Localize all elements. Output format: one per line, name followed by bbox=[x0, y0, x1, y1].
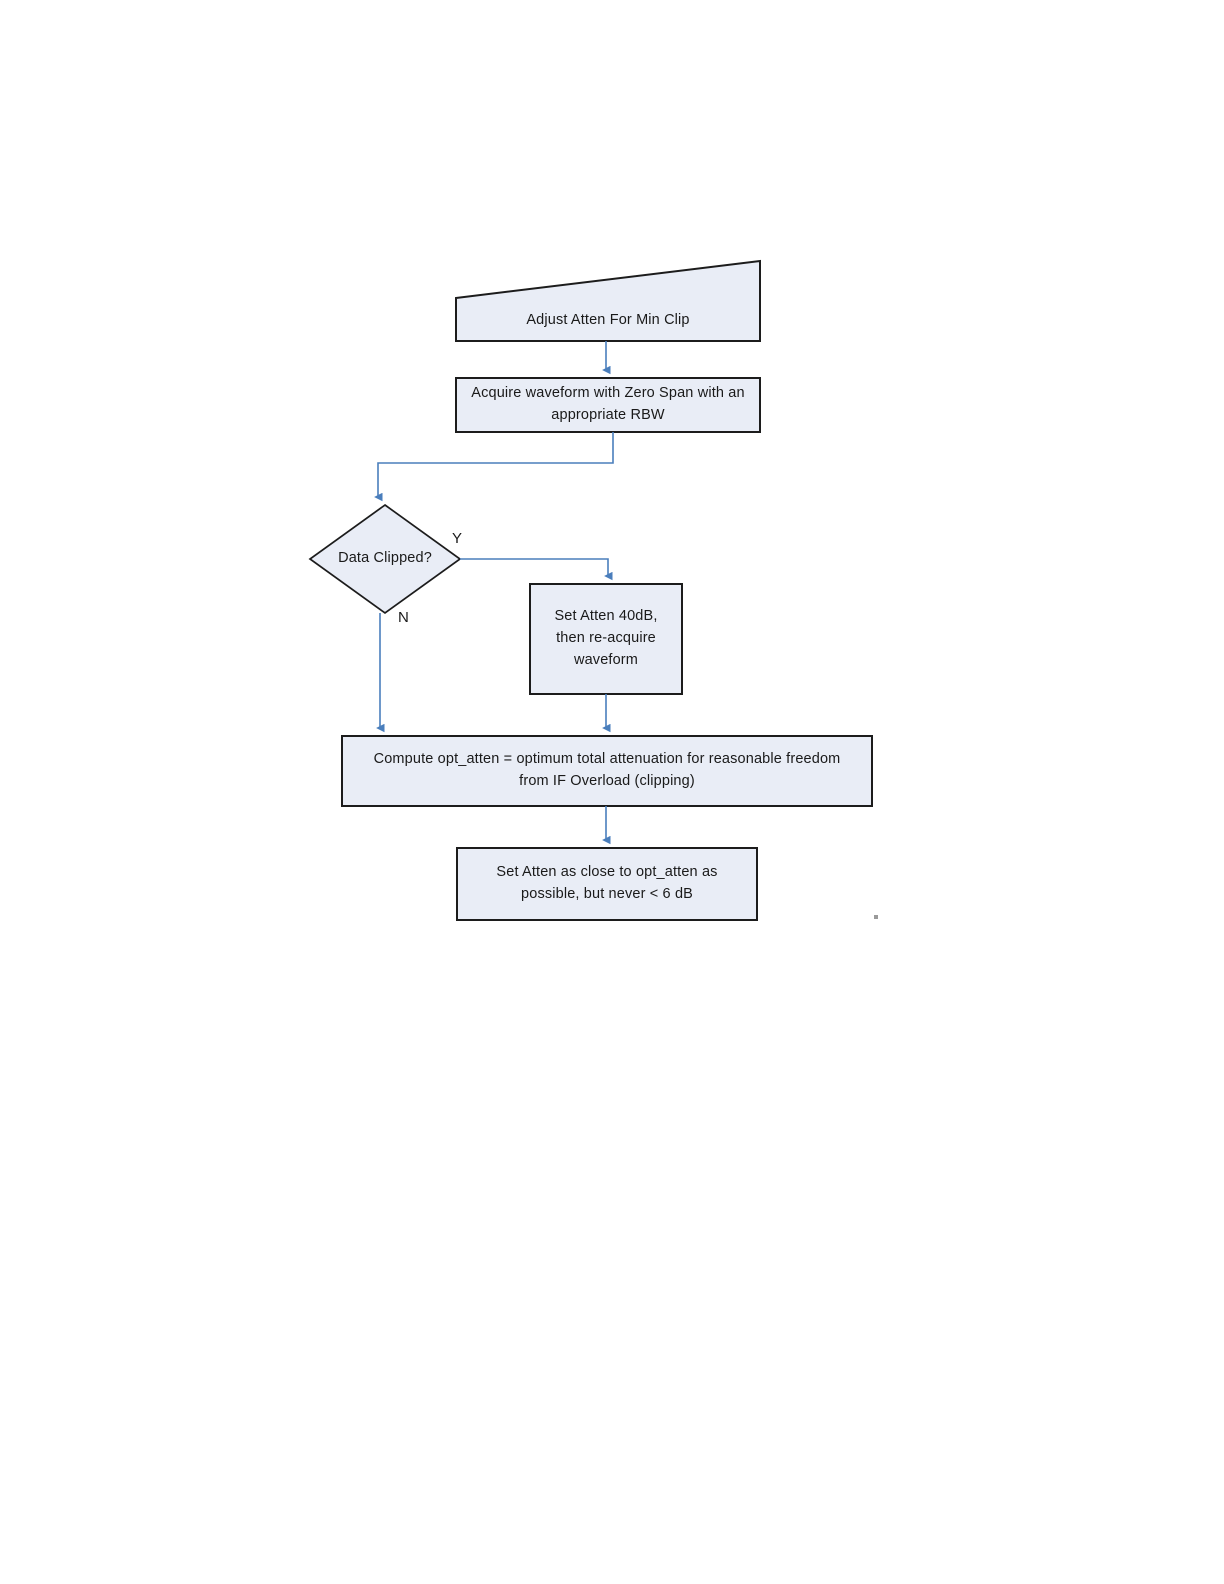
node-compute-shape[interactable] bbox=[341, 735, 873, 807]
edge-label-no: N bbox=[398, 609, 410, 626]
edge-decision-yes bbox=[460, 558, 613, 581]
node-decision-shape[interactable] bbox=[308, 503, 462, 615]
page-speck-artifact bbox=[874, 915, 878, 919]
edge-acquire-to-decision bbox=[374, 432, 614, 502]
node-start-shape[interactable] bbox=[455, 259, 761, 342]
node-set-atten-40-shape[interactable] bbox=[529, 583, 683, 695]
node-acquire-shape[interactable] bbox=[455, 377, 761, 433]
node-set-final-shape[interactable] bbox=[456, 847, 758, 921]
edge-label-yes: Y bbox=[452, 530, 463, 547]
